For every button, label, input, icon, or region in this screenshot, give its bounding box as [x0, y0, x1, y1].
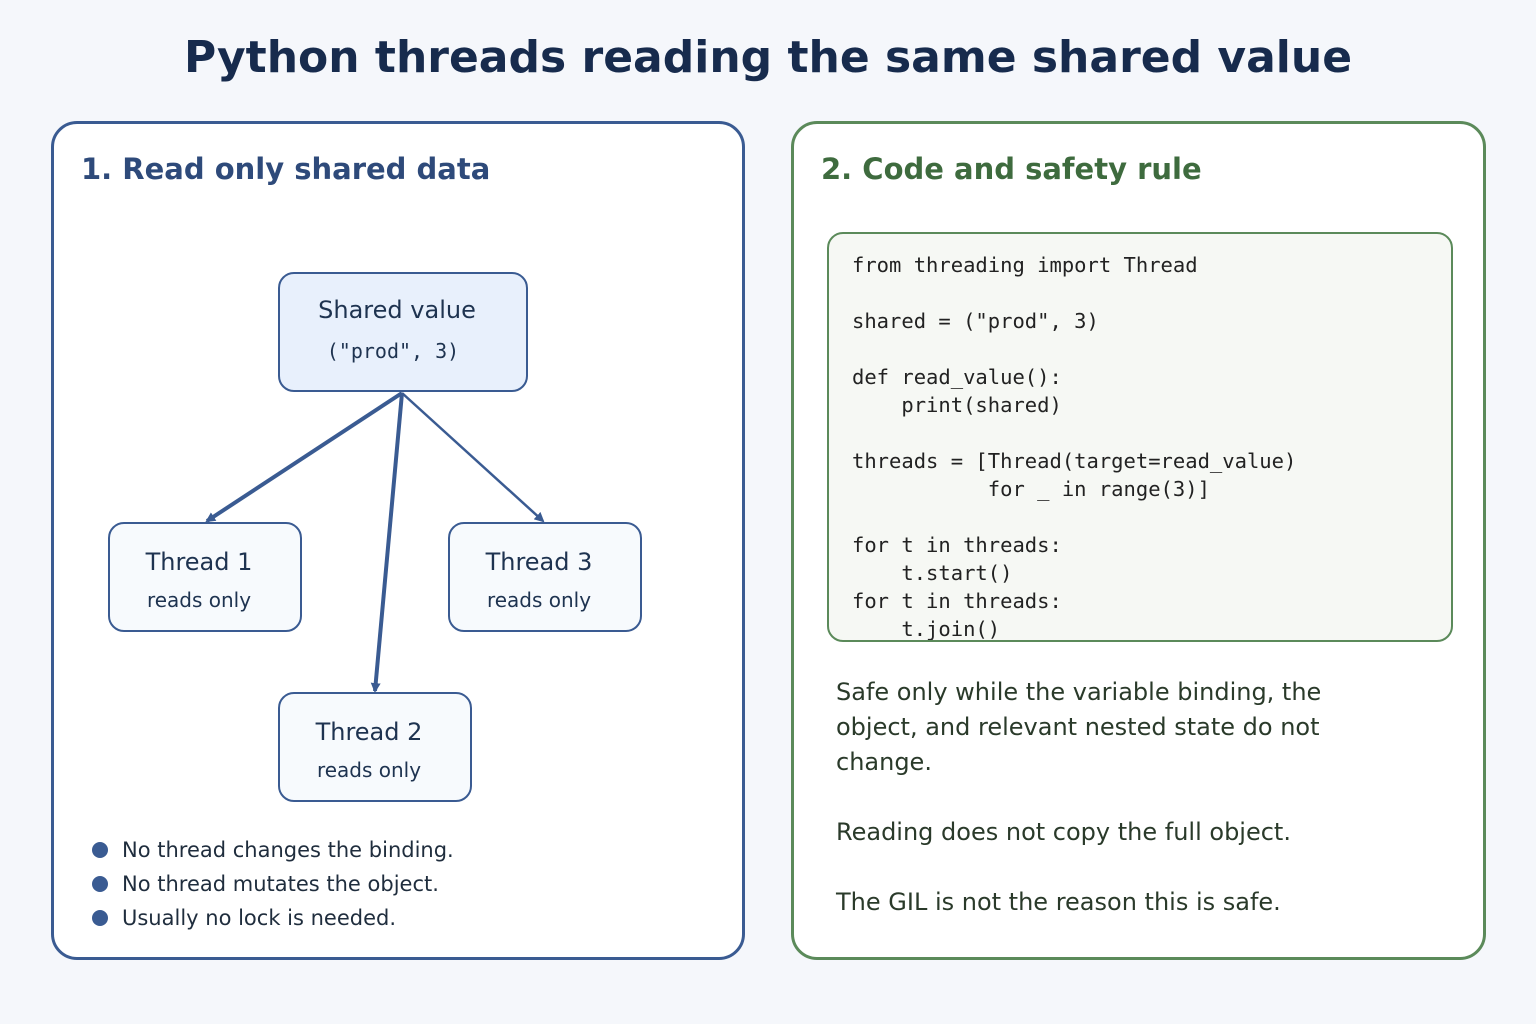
bullet-dot-icon: [92, 876, 108, 892]
safety-note: Reading does not copy the full object.: [836, 818, 1291, 846]
safety-note: Safe only while the variable binding, th…: [836, 678, 1322, 776]
read-arrows: [205, 391, 545, 693]
safety-notes: Safe only while the variable binding, th…: [836, 675, 1396, 955]
bullet-text: Usually no lock is needed.: [122, 906, 397, 930]
page-title: Python threads reading the same shared v…: [183, 32, 1353, 83]
bullet-dot-icon: [92, 842, 108, 858]
shared-value-literal: ("prod", 3): [326, 339, 460, 363]
thread-1-subtitle: reads only: [146, 588, 252, 612]
shared-value-node: Shared value ("prod", 3): [278, 272, 528, 392]
thread-2-title: Thread 2: [315, 718, 423, 746]
thread-1-title: Thread 1: [145, 548, 253, 576]
code-panel-heading: 2. Code and safety rule: [821, 152, 1202, 186]
bullet-item: No thread mutates the object.: [92, 870, 454, 904]
thread-2-subtitle: reads only: [316, 758, 422, 782]
thread-3-title: Thread 3: [485, 548, 593, 576]
code-block: from threading import Thread shared = ("…: [827, 232, 1453, 642]
read-only-panel-heading: 1. Read only shared data: [81, 152, 491, 186]
thread-3-node: Thread 3 reads only: [448, 522, 642, 632]
bullet-item: No thread changes the binding.: [92, 836, 454, 870]
code-text: from threading import Thread shared = ("…: [852, 253, 1297, 641]
arrow-to-thread-1: [205, 391, 404, 523]
bullet-item: Usually no lock is needed.: [92, 904, 454, 938]
bullet-dot-icon: [92, 910, 108, 926]
bullet-text: No thread changes the binding.: [122, 838, 454, 862]
code-panel: 2. Code and safety rule from threading i…: [791, 121, 1486, 960]
thread-3-subtitle: reads only: [486, 588, 592, 612]
thread-2-node: Thread 2 reads only: [278, 692, 472, 802]
bullet-text: No thread mutates the object.: [122, 872, 439, 896]
bullet-list: No thread changes the binding. No thread…: [92, 836, 454, 938]
read-only-panel: 1. Read only shared data Shared value ("…: [51, 121, 745, 960]
arrow-to-thread-2: [370, 392, 404, 693]
safety-note: The GIL is not the reason this is safe.: [836, 888, 1281, 916]
arrow-to-thread-3: [401, 392, 545, 523]
thread-1-node: Thread 1 reads only: [108, 522, 302, 632]
shared-value-title: Shared value: [318, 296, 476, 324]
